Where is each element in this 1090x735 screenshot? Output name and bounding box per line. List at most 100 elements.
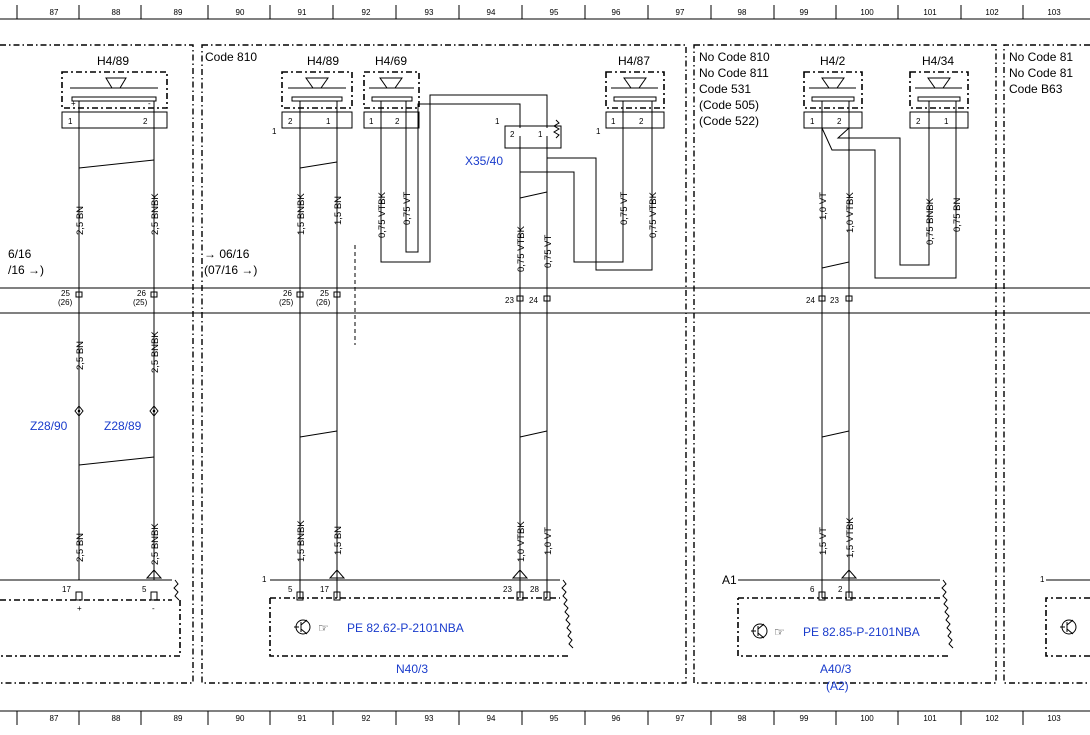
wire-label: 1,5 VT: [818, 527, 829, 555]
splice-label: Z28/89: [104, 419, 142, 433]
reference-icon: ☞: [318, 621, 329, 635]
col-label: 91: [298, 8, 307, 17]
wire-label: 1,0 VTBK: [516, 521, 527, 562]
column-ruler-top: 87 88 89 90 91 92 93 94 95 96 97 98 99 1…: [0, 5, 1090, 20]
col-label: 90: [236, 8, 245, 17]
speaker-h4-87: H4/87 1 2 1: [596, 54, 665, 136]
pin: 5: [288, 585, 293, 594]
pin: 2: [639, 117, 644, 126]
wire-label: 0,75 VT: [619, 192, 630, 225]
wire-label: 2,5 BN: [75, 341, 86, 370]
pin: 1: [538, 130, 543, 139]
module-right-edge: 1: [1040, 575, 1090, 657]
module-name: A40/3: [820, 662, 852, 676]
pin: 1: [1040, 575, 1045, 584]
wire-label: 1,5 BNBK: [296, 520, 307, 562]
pin: 23: [830, 296, 839, 305]
col-label: 98: [738, 8, 747, 17]
section-line: Code 531: [699, 82, 751, 96]
pin: (26): [58, 298, 73, 307]
pin: 1: [262, 575, 267, 584]
wire-label: 0,75 VTBK: [377, 191, 388, 238]
section-line: Code B63: [1009, 82, 1063, 96]
col-label: 102: [985, 714, 999, 723]
col-label: 97: [676, 714, 685, 723]
module-n40-3: 1 5 17 23 28 ☞ PE 82.62-P-2101NBA N40/3: [262, 569, 574, 676]
pin: 1: [369, 117, 374, 126]
wire-label: 1,0 VT: [818, 192, 829, 220]
pin: 25: [320, 289, 329, 298]
section-line: No Code 811: [699, 66, 769, 80]
col-label: 103: [1047, 8, 1061, 17]
module-code: A1: [722, 573, 737, 587]
wire-label: 2,5 BN: [75, 206, 86, 235]
speaker-h4-89-left: H4/89 1 2 + -: [61, 54, 168, 129]
wire-label: 0,75 VT: [402, 192, 413, 225]
module-name: N40/3: [396, 662, 428, 676]
date-from: → 06/16: [204, 247, 250, 261]
section-label-no-code: No Code 810 No Code 811 Code 531 (Code 5…: [699, 50, 770, 128]
col-label: 87: [50, 714, 59, 723]
col-label: 96: [612, 714, 621, 723]
pin: 1: [944, 117, 949, 126]
pin: 1: [810, 117, 815, 126]
col-label: 101: [923, 8, 937, 17]
wire-label: 0,75 VT: [543, 235, 554, 268]
section-line: No Code 81: [1009, 66, 1073, 80]
date-until: /16 →): [8, 263, 44, 277]
pin: 23: [505, 296, 514, 305]
pin: 2: [916, 117, 921, 126]
col-label: 89: [174, 714, 183, 723]
date-until: (07/16 →): [204, 263, 257, 277]
wire-label: 0,75 VTBK: [648, 191, 659, 238]
module-a40-3: A1 6 2 ☞ PE 82.85-P-2101NBA A40/3 (A2): [722, 569, 954, 693]
module-reference[interactable]: PE 82.62-P-2101NBA: [347, 621, 464, 635]
col-label: 89: [174, 8, 183, 17]
pin: (25): [133, 298, 148, 307]
pin: 2: [143, 117, 148, 126]
pin: 1: [495, 117, 500, 126]
pin: 2: [837, 117, 842, 126]
speaker-h4-89-mid: H4/89 2 1 1: [272, 54, 353, 136]
col-label: 94: [487, 8, 496, 17]
wire-label: 1,5 BN: [333, 196, 344, 225]
polarity: -: [152, 604, 155, 613]
section-line: No Code 81: [1009, 50, 1073, 64]
speaker-h4-2: H4/2 1 2: [803, 54, 863, 129]
wire-labels: 2,5 BN 2,5 BNBK 2,5 BN 2,5 BNBK 2,5 BN 2…: [75, 191, 963, 565]
pin: 17: [62, 585, 71, 594]
section-label-right-edge: No Code 81 No Code 81 Code B63: [1009, 50, 1073, 96]
col-label: 101: [923, 714, 937, 723]
col-label: 90: [236, 714, 245, 723]
col-label: 93: [425, 714, 434, 723]
pin: 2: [288, 117, 293, 126]
date-from: 6/16: [8, 247, 32, 261]
speaker-h4-34: H4/34 2 1: [909, 54, 969, 129]
pin: 1: [326, 117, 331, 126]
wire-label: 2,5 BN: [75, 533, 86, 562]
col-label: 99: [800, 8, 809, 17]
speaker-label: H4/87: [618, 54, 650, 68]
pin: 28: [530, 585, 539, 594]
col-label: 88: [112, 8, 121, 17]
section-label-code-810: Code 810: [205, 50, 257, 64]
col-label: 100: [860, 714, 874, 723]
pin: 17: [320, 585, 329, 594]
module-reference[interactable]: PE 82.85-P-2101NBA: [803, 625, 920, 639]
col-label: 95: [550, 8, 559, 17]
pin: 1: [611, 117, 616, 126]
pin: 1: [272, 127, 277, 136]
wire-label: 2,5 BNBK: [150, 331, 161, 373]
col-label: 98: [738, 714, 747, 723]
polarity: +: [77, 604, 82, 613]
splice-label: Z28/90: [30, 419, 68, 433]
col-label: 95: [550, 714, 559, 723]
module-name-alt: (A2): [826, 679, 849, 693]
col-label: 97: [676, 8, 685, 17]
pin: (25): [279, 298, 294, 307]
pin: 1: [596, 127, 601, 136]
wire-label: 2,5 BNBK: [150, 193, 161, 235]
col-label: 91: [298, 714, 307, 723]
pin: 26: [283, 289, 292, 298]
